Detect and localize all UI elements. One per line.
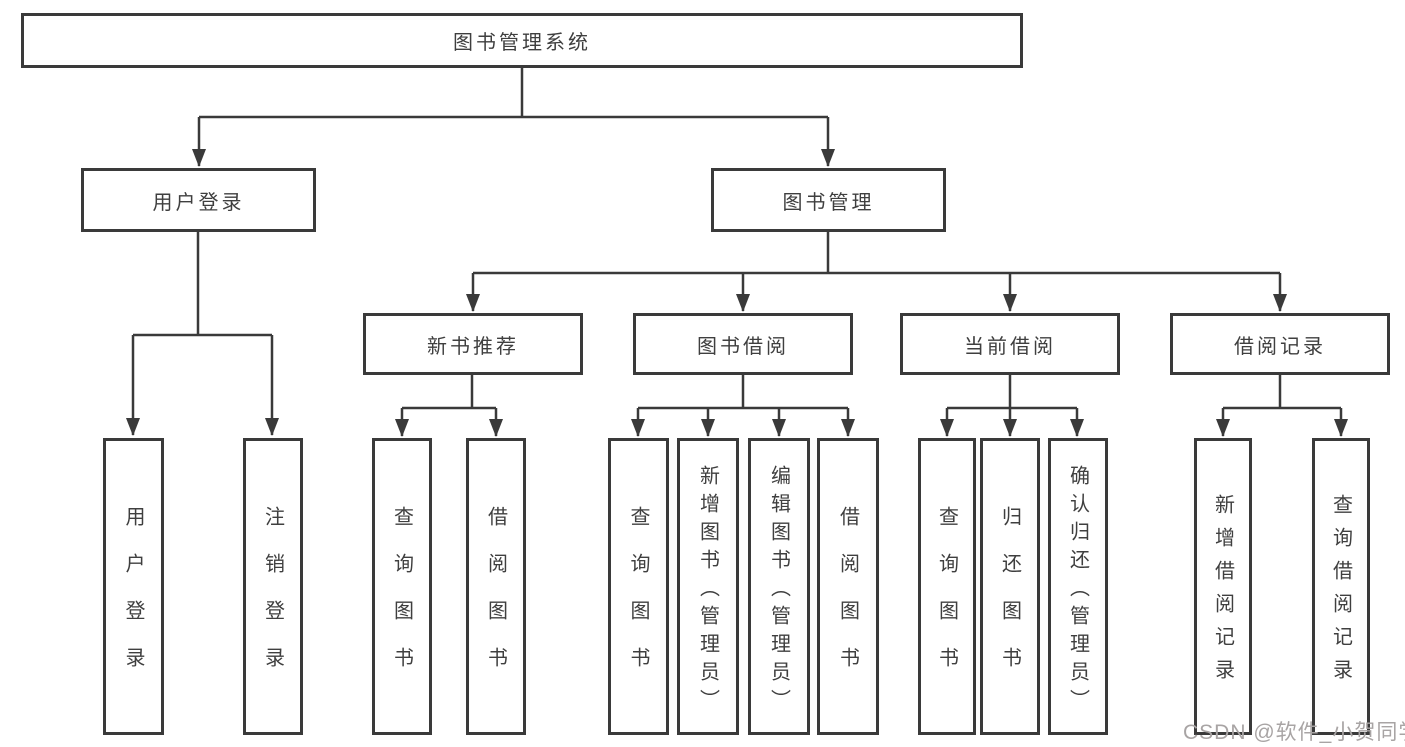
leaf-confirm-return-admin-label: 确认归还（管理员） (1066, 464, 1089, 717)
node-library-system: 图书管理系统 (21, 13, 1023, 68)
node-new-book-recommend: 新书推荐 (363, 313, 583, 375)
leaf-query-books-recommend-label: 查询图书 (390, 506, 413, 694)
edge-group (126, 68, 1348, 437)
leaf-query-books-borrowing-label: 查询图书 (627, 506, 649, 694)
leaf-edit-books-admin: 编辑图书（管理员） (748, 438, 810, 735)
node-user-login-label: 用户登录 (152, 191, 245, 214)
leaf-borrow-books-borrowing: 借阅图书 (817, 438, 879, 735)
leaf-logout-login-label: 注销登录 (261, 506, 284, 694)
leaf-return-books: 归还图书 (980, 438, 1040, 735)
leaf-borrow-books-borrowing-label: 借阅图书 (836, 506, 859, 694)
leaf-logout-login: 注销登录 (243, 438, 303, 735)
leaf-borrow-books-recommend: 借阅图书 (466, 438, 526, 735)
node-user-login: 用户登录 (81, 168, 316, 232)
leaf-query-books-borrowing: 查询图书 (608, 438, 669, 735)
node-book-management: 图书管理 (711, 168, 946, 232)
leaf-query-borrow-record-label: 查询借阅记录 (1329, 494, 1352, 692)
leaf-add-books-admin: 新增图书（管理员） (677, 438, 739, 735)
node-book-management-label: 图书管理 (782, 191, 875, 214)
node-current-borrowing-label: 当前借阅 (964, 335, 1056, 358)
leaf-confirm-return-admin: 确认归还（管理员） (1048, 438, 1108, 735)
leaf-add-books-admin-label: 新增图书（管理员） (696, 464, 719, 717)
leaf-query-books-current: 查询图书 (918, 438, 976, 735)
csdn-watermark: CSDN @软件_小贺同学 (1183, 721, 1405, 744)
leaf-add-borrow-record: 新增借阅记录 (1194, 438, 1252, 735)
leaf-edit-books-admin-label: 编辑图书（管理员） (767, 464, 790, 717)
node-new-book-recommend-label: 新书推荐 (427, 335, 519, 358)
leaf-user-login: 用户登录 (103, 438, 164, 735)
leaf-user-login-label: 用户登录 (122, 506, 144, 694)
node-book-borrowing: 图书借阅 (633, 313, 853, 375)
leaf-borrow-books-recommend-label: 借阅图书 (484, 506, 507, 694)
node-current-borrowing: 当前借阅 (900, 313, 1120, 375)
node-borrowing-records: 借阅记录 (1170, 313, 1390, 375)
leaf-query-borrow-record: 查询借阅记录 (1312, 438, 1370, 735)
leaf-query-books-current-label: 查询图书 (935, 506, 958, 694)
leaf-add-borrow-record-label: 新增借阅记录 (1211, 494, 1234, 692)
leaf-query-books-recommend: 查询图书 (372, 438, 432, 735)
node-book-borrowing-label: 图书借阅 (697, 335, 789, 358)
node-library-system-label: 图书管理系统 (453, 32, 591, 54)
node-borrowing-records-label: 借阅记录 (1234, 335, 1326, 358)
leaf-return-books-label: 归还图书 (998, 506, 1021, 694)
